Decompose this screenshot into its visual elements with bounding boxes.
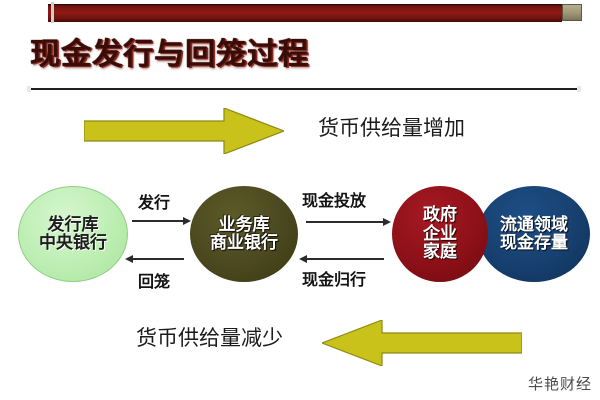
node-sectors-line2: 企业 <box>423 223 457 244</box>
connector-cash-back-arrow-icon <box>299 255 384 263</box>
top-decor-bar <box>48 4 596 22</box>
connector-issue-label: 发行 <box>138 193 171 212</box>
connector-cash-payout-label: 现金投放 <box>302 191 367 210</box>
money-supply-decrease-arrow-icon <box>322 320 522 366</box>
node-circulation-line1: 流通领域 <box>500 214 568 235</box>
connector-issue-arrow-icon <box>132 217 191 225</box>
money-supply-decrease-label: 货币供给量减少 <box>136 326 283 350</box>
node-commercial-bank-line2: 商业银行 <box>210 233 278 253</box>
money-supply-increase-label: 货币供给量增加 <box>318 116 465 140</box>
connector-cash-payout-arrow-icon <box>306 218 391 226</box>
node-central-bank: 发行库 中央银行 <box>18 186 128 282</box>
connector-return-arrow-icon <box>125 255 184 263</box>
node-commercial-bank: 业务库 商业银行 <box>190 186 298 282</box>
top-decor-bar-body <box>48 4 562 22</box>
node-circulation-line2: 现金存量 <box>500 233 568 253</box>
node-sectors: 政府 企业 家庭 <box>392 186 488 282</box>
top-decor-tick <box>51 2 54 23</box>
connector-return-label: 回笼 <box>138 272 171 291</box>
money-supply-increase-arrow-icon <box>84 108 284 154</box>
top-decor-bar-cap <box>562 4 582 21</box>
node-commercial-bank-line1: 业务库 <box>218 214 270 235</box>
watermark: 华艳财经 <box>527 375 592 393</box>
title-divider <box>27 86 581 92</box>
node-sectors-line1: 政府 <box>423 205 457 226</box>
node-sectors-line3: 家庭 <box>423 242 457 263</box>
node-circulation: 流通领域 现金存量 <box>478 186 590 282</box>
node-central-bank-line1: 发行库 <box>47 214 99 235</box>
connector-cash-back-label: 现金归行 <box>302 270 367 289</box>
page-title: 现金发行与回笼过程 <box>30 37 309 72</box>
node-central-bank-line2: 中央银行 <box>39 233 107 253</box>
